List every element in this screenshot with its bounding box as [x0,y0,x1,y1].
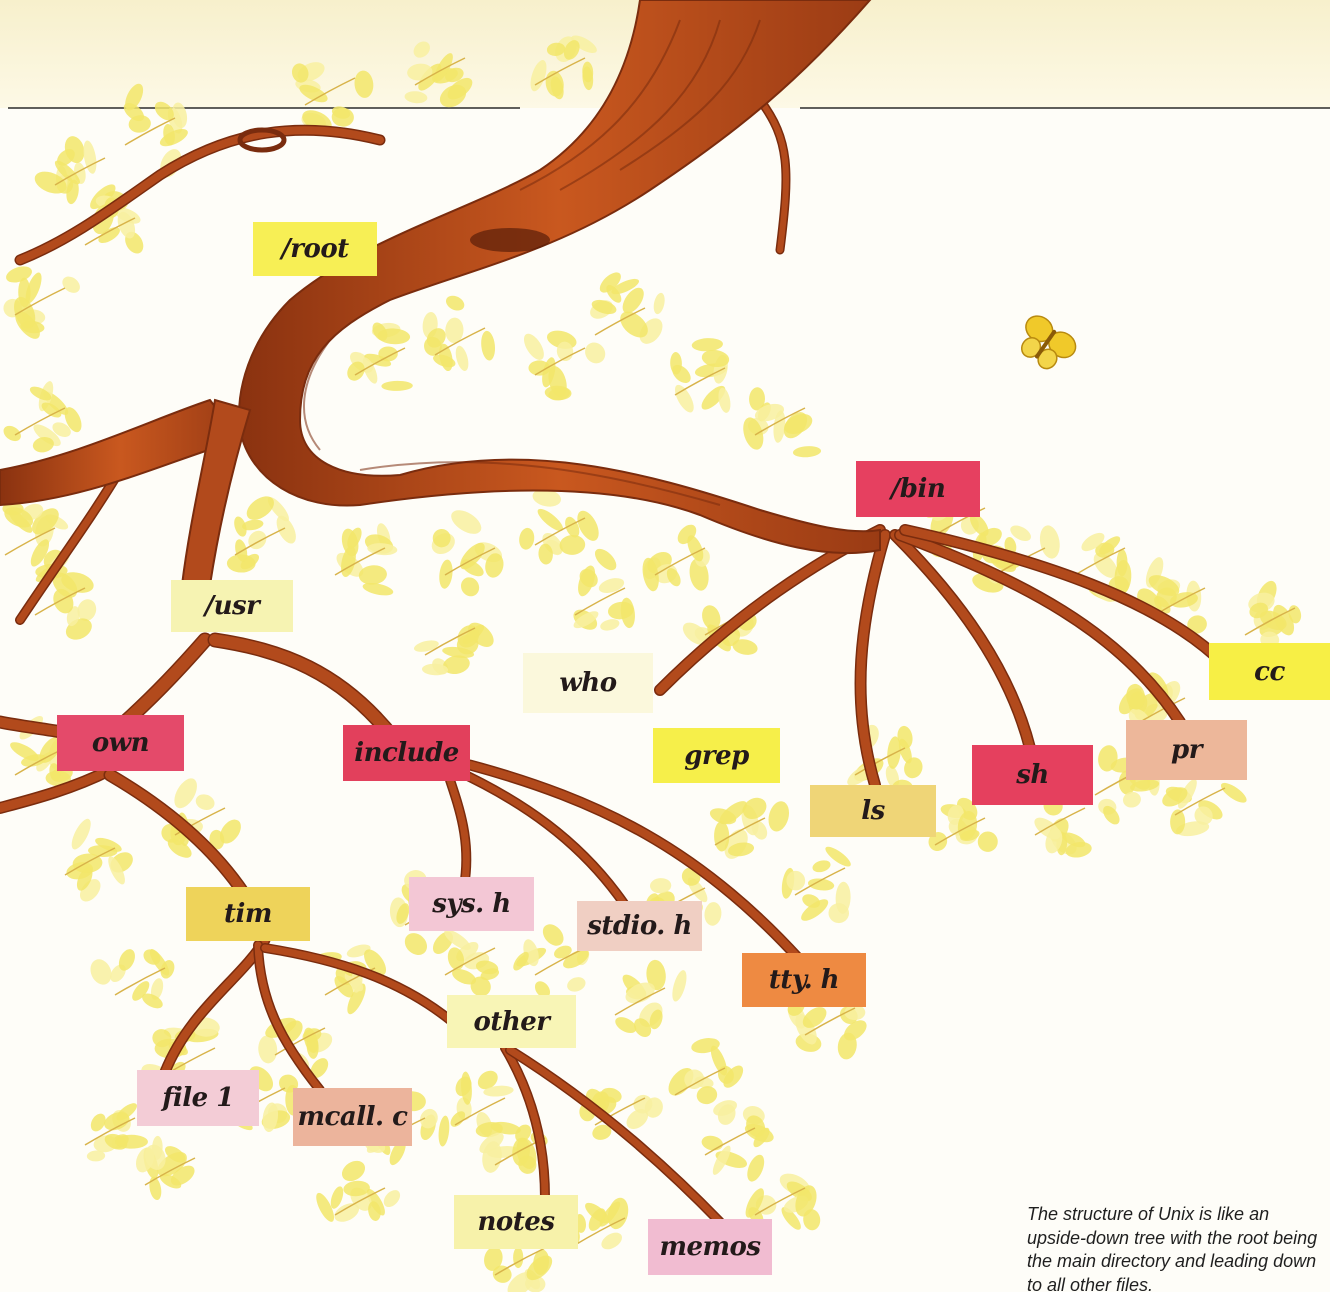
label-include: include [343,725,470,781]
label-own: own [57,715,184,771]
leaf-cluster [313,1157,404,1226]
leaf-cluster [780,844,854,925]
label-tim: tim [186,887,310,941]
leaf-cluster [422,293,497,373]
branch-tim-mcall-highlight [258,945,320,1090]
leaf-cluster [2,263,83,343]
branch-include-sys-highlight [450,780,466,880]
leaf-cluster [700,1102,776,1184]
label-pr: pr [1126,720,1247,780]
leaf-cluster [708,793,792,862]
leaf-cluster [87,946,177,1011]
leaf-cluster [1,380,85,455]
leaf-cluster [344,320,413,391]
label-other: other [447,995,576,1048]
leaf-cluster [520,328,609,402]
label-cc: cc [1209,643,1330,700]
leaf-cluster [1245,578,1303,649]
leaf-cluster [570,545,637,634]
leaf-cluster [518,487,603,565]
label-notes: notes [454,1195,578,1249]
label-memos: memos [648,1219,772,1275]
leaf-cluster [613,959,690,1040]
leaf-cluster [640,521,711,592]
label-ls: ls [810,785,936,837]
leaf-cluster [227,492,300,573]
leaf-cluster [332,522,397,598]
leaf-cluster [413,618,498,678]
leaf-cluster [669,337,733,415]
label-stdio-h: stdio. h [577,901,702,951]
leaf-cluster [428,505,506,599]
leaf-cluster [587,269,667,348]
leaf-cluster [429,926,501,1000]
leaf-cluster [664,1036,747,1119]
label-mcall-c: mcall. c [293,1088,412,1146]
leaf-cluster [65,816,137,905]
figure-caption: The structure of Unix is like an upside-… [1027,1203,1327,1292]
leaf-cluster [740,387,822,458]
leaf-cluster [257,1014,335,1082]
branch-tim-mcall [258,945,320,1090]
label-file1: file 1 [137,1070,259,1126]
label-usr: /usr [171,580,293,632]
label-bin: /bin [856,461,980,517]
trunk-knot [470,228,550,252]
leaf-cluster [31,134,105,205]
label-sh: sh [972,745,1093,805]
label-who: who [523,653,653,713]
branch-bin-ls-highlight [861,535,885,785]
label-tty-h: tty. h [742,953,866,1007]
label-sys-h: sys. h [409,877,534,931]
label-root: /root [253,222,377,276]
label-grep: grep [653,728,780,783]
butterfly-illustration [1011,311,1081,378]
